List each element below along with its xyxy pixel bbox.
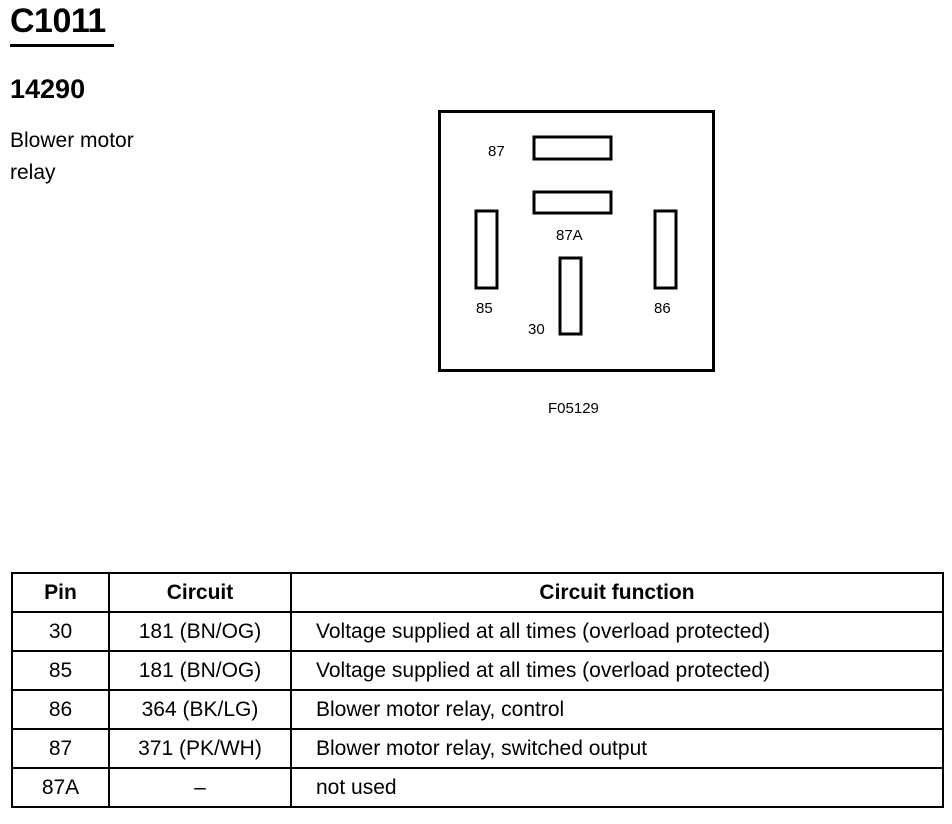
terminal-87a <box>532 190 613 215</box>
cell-circuit: 181 (BN/OG) <box>108 650 292 691</box>
header-function: Circuit function <box>290 572 944 613</box>
terminal-85 <box>474 209 499 290</box>
figure-code: F05129 <box>548 400 599 417</box>
part-number: 14290 <box>10 74 86 104</box>
cell-circuit: 181 (BN/OG) <box>108 611 292 652</box>
cell-function: Voltage supplied at all times (overload … <box>290 611 944 652</box>
cell-circuit: 364 (BK/LG) <box>108 689 292 730</box>
cell-pin: 87A <box>11 767 110 808</box>
cell-pin: 87 <box>11 728 110 769</box>
table-row: 87A – not used <box>11 767 944 808</box>
description-line-1: Blower motor <box>10 129 134 152</box>
cell-function: Blower motor relay, control <box>290 689 944 730</box>
cell-pin: 86 <box>11 689 110 730</box>
terminal-86 <box>653 209 678 290</box>
pin-label-87a: 87A <box>556 227 583 244</box>
table-row: 85 181 (BN/OG) Voltage supplied at all t… <box>11 650 944 691</box>
table-header-row: Pin Circuit Circuit function <box>11 572 944 613</box>
title-underline <box>10 44 114 47</box>
pin-label-85: 85 <box>476 300 493 317</box>
relay-connector-diagram: 87 87A 85 86 30 <box>438 110 715 372</box>
header-circuit: Circuit <box>108 572 292 613</box>
connector-outline <box>438 110 715 372</box>
description-line-2: relay <box>10 161 56 184</box>
pin-label-87: 87 <box>488 143 505 160</box>
table-row: 30 181 (BN/OG) Voltage supplied at all t… <box>11 611 944 652</box>
cell-function: Voltage supplied at all times (overload … <box>290 650 944 691</box>
pin-table: Pin Circuit Circuit function 30 181 (BN/… <box>11 572 944 808</box>
header-pin: Pin <box>11 572 110 613</box>
cell-circuit: 371 (PK/WH) <box>108 728 292 769</box>
pin-label-86: 86 <box>654 300 671 317</box>
cell-function: Blower motor relay, switched output <box>290 728 944 769</box>
cell-function: not used <box>290 767 944 808</box>
connector-id: C1011 <box>10 2 106 40</box>
table-row: 87 371 (PK/WH) Blower motor relay, switc… <box>11 728 944 769</box>
cell-circuit: – <box>108 767 292 808</box>
pin-label-30: 30 <box>528 321 545 338</box>
terminal-87 <box>532 135 613 161</box>
terminal-30 <box>558 256 583 336</box>
component-description: Blower motor relay <box>10 125 180 189</box>
cell-pin: 85 <box>11 650 110 691</box>
table-row: 86 364 (BK/LG) Blower motor relay, contr… <box>11 689 944 730</box>
cell-pin: 30 <box>11 611 110 652</box>
